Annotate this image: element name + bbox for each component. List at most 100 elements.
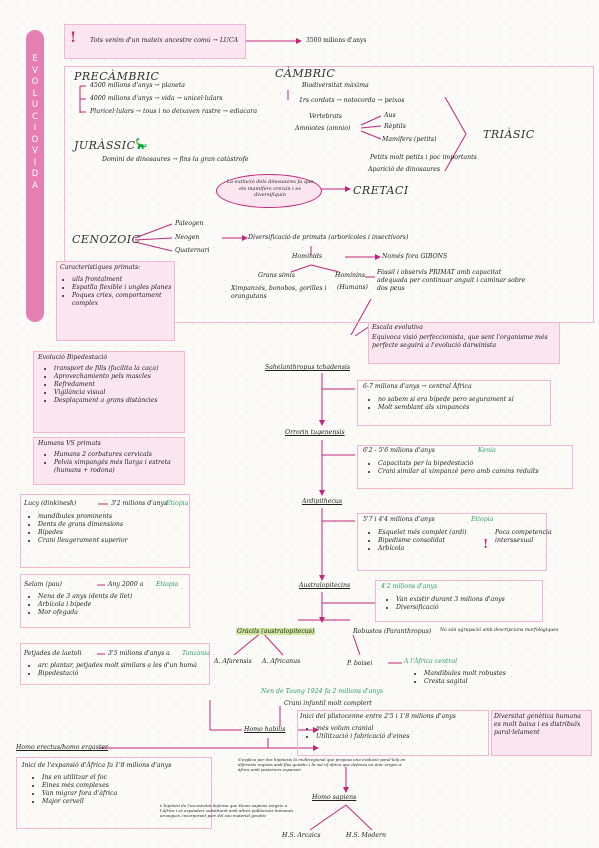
caracteristiques-box: [56, 261, 175, 341]
jurassic-line: Domini de dinosaures → fins la gran catà…: [102, 156, 249, 163]
precambric-item: 4000 milions d'anys → vida → unicel·lula…: [90, 95, 223, 102]
erectus-age: Inici de l'expansió d'Àfrica fa 1'8 mili…: [22, 762, 172, 769]
ardi-box: [357, 513, 547, 571]
caracteristiques-list: ulls frontalmentEspatlla flexible i ungl…: [60, 276, 180, 308]
humans-primats-list: Humans 2 corbatures cervicalsPelvis ximp…: [42, 451, 192, 475]
robustos: Robustos (Paranthropus): [353, 628, 432, 635]
selam-list: Nena de 3 anys (dents de llet)Arbícola i…: [26, 593, 132, 617]
hominids: Homínids: [292, 253, 323, 260]
multiregional-text: S'explica per dos hipòtesis la multiregi…: [238, 757, 406, 773]
selam-age: Any 2000 a: [108, 581, 144, 588]
selam-box: [20, 574, 190, 628]
orrorin-place: Kenia: [478, 447, 496, 454]
ardi-note: Poca competencia interssexual: [495, 529, 552, 544]
extincio-ellipse: [216, 174, 322, 208]
triasic-title: TRIÀSIC: [483, 128, 535, 141]
luca-box: [64, 24, 246, 59]
hominins: Homínins: [335, 272, 366, 279]
australo-box: [375, 580, 543, 622]
orrorin-name: Orrorin tugenensis: [285, 429, 345, 436]
cretaci-title: CRETACI: [353, 184, 409, 197]
habilis-name: Homo habilis: [244, 726, 286, 733]
escala-title: Escala evolutiva: [372, 324, 423, 331]
sahel-age: 6-7 milions d'anys → central Àfrica: [363, 383, 472, 390]
luca-text: Tots venim d'un mateix ancestre comú → L…: [90, 37, 239, 44]
graciles: Gràcils (australopitecus): [236, 628, 316, 635]
habilis-age: Inici del plistocenne entre 2'5 i 1'8 mi…: [300, 713, 456, 720]
laetoli-list: arc plantar, petjades molt similars a le…: [26, 662, 214, 678]
erectus-box: [16, 757, 212, 829]
lucy-age: 3'2 milions d'anys: [111, 500, 168, 507]
diversificacio: Diversificació de primats (arborícoles i…: [248, 234, 409, 241]
gibons: Només fora GIBONS: [382, 253, 448, 260]
cenozoic-branch: Quaternari: [175, 247, 210, 254]
africanus: A. Africanus: [262, 658, 301, 665]
cambric-line: Biodiversitat màxima: [302, 82, 369, 89]
main-outline: [64, 66, 594, 323]
ardi-list: Esquelet més complet (ardi)Bipedisme con…: [366, 529, 467, 553]
laetoli-age: 3'5 milions d'anys a: [108, 650, 170, 657]
escala-text: Equivoca visió perfeccionista, que sent …: [372, 334, 548, 349]
cambric-line: Petits molt petits i poc importants: [370, 154, 477, 161]
lucy-box: [20, 494, 190, 568]
australo-name: Australopitecins: [299, 582, 351, 589]
fossil-text: Fòssil i observis PRIMAT amb capacitat a…: [377, 269, 526, 292]
warning-icon: !: [483, 537, 489, 551]
lucy-list: mandíbules prominentsDents de grans dime…: [26, 513, 128, 545]
boisei: P. boisei: [347, 660, 373, 667]
jurassic-title: JURÀSSIC: [74, 139, 136, 152]
precambric-item: 4500 milions d'anys → planeta: [90, 82, 185, 89]
grans-simis: Grans simis: [258, 272, 295, 279]
selam-title: Selam (pau): [24, 581, 62, 588]
orrorin-box: [357, 445, 573, 489]
sapiens-name: Homo sapiens: [312, 794, 357, 801]
orrorin-age: 6'2 - 5'6 milions d'anys: [363, 447, 435, 454]
cenozoic-branch: Paleogen: [175, 220, 204, 227]
cambric-line: Vertebrats: [309, 113, 342, 120]
humans-primats-box: [33, 437, 185, 485]
cambric-line: Aparició de dinosaures: [368, 166, 441, 173]
caracteristiques-title: Característiques primats:: [60, 264, 141, 271]
erectus-name: Homo erectus/homo ergaster: [16, 744, 108, 751]
selam-place: Etiopia: [156, 581, 179, 588]
humans-primats-title: Humans VS primats: [38, 440, 101, 447]
no-agrupacio: No són agrupació amb descripcions morfol…: [440, 628, 559, 633]
extincio-text: La extinció dels dinosaures fa que els m…: [226, 179, 314, 198]
taung-detail: Crani infantil molt complert: [284, 700, 372, 707]
sahel-name: Sahelanthropus tchadensis: [265, 364, 351, 371]
cambric-branch: Rèptils: [384, 123, 406, 130]
diversitat-text: Diversitat genètica humana es molt baixa…: [494, 713, 581, 736]
ardi-place: Etiopia: [471, 516, 494, 523]
cambric-branch: Mamífers (petits): [382, 136, 437, 143]
precambric-item: Pluricel·lulars → tous i no deixaven ras…: [90, 108, 258, 115]
cambric-line: Amniotes (amnio): [295, 125, 351, 132]
africa-central: A l'Àfrica central: [404, 658, 458, 665]
australo-age: 4'2 milions d'anys: [381, 583, 438, 590]
bipedestacio-title: Evolució Bipedestació: [38, 354, 108, 361]
dinosaur-icon: 🦕: [135, 139, 148, 150]
cambric-title: CÀMBRIC: [275, 67, 336, 80]
cambric-branch: Aus: [384, 112, 396, 119]
ardi-age: 5'7 i 4'4 milions d'anys: [363, 516, 435, 523]
sahel-list: no sabem si era bípede pero segurament s…: [366, 396, 513, 412]
erectus-list: Ins en utilitzar el focEines més complex…: [30, 774, 117, 806]
cenozoic-branch: Neogen: [175, 234, 200, 241]
sapiens-arcaics: H.S. Arcaics: [282, 832, 321, 839]
cenozoic-title: CENOZOIC: [72, 233, 141, 246]
warning-icon: !: [70, 30, 77, 46]
humans-label: (Humans): [337, 284, 368, 291]
habilis-list: més volum cranialUtilització i fabricaci…: [304, 725, 409, 741]
escala-box: [368, 322, 560, 364]
sapiens-modern: H.S. Modern: [346, 832, 386, 839]
bipedestacio-box: [33, 351, 185, 433]
out-of-africa-text: L'hipòtesi de l'excesivitat defensa que …: [160, 803, 294, 819]
simis-list: Ximpanzés, bonobos, gorilles i orangutan…: [231, 285, 327, 300]
laetoli-title: Petjades de laetoli: [24, 650, 82, 657]
habilis-box: [297, 710, 489, 756]
laetoli-box: [20, 643, 210, 685]
laetoli-place: Tanzània: [182, 650, 210, 657]
sahel-box: [357, 380, 551, 426]
